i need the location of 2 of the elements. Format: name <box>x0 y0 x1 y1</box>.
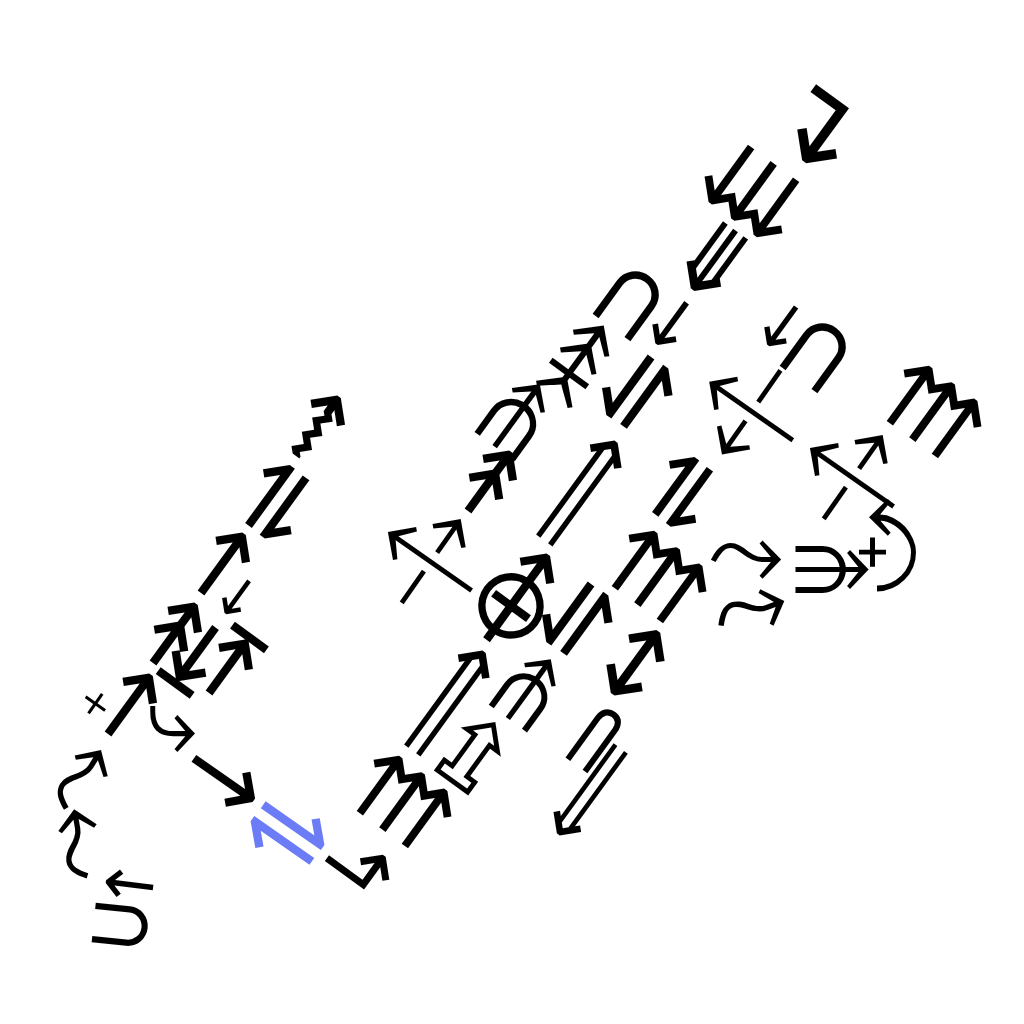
crossing-arrows-symbol: ⤲ <box>383 515 477 609</box>
wave-arrow-symbol: ⤳ <box>708 513 784 589</box>
